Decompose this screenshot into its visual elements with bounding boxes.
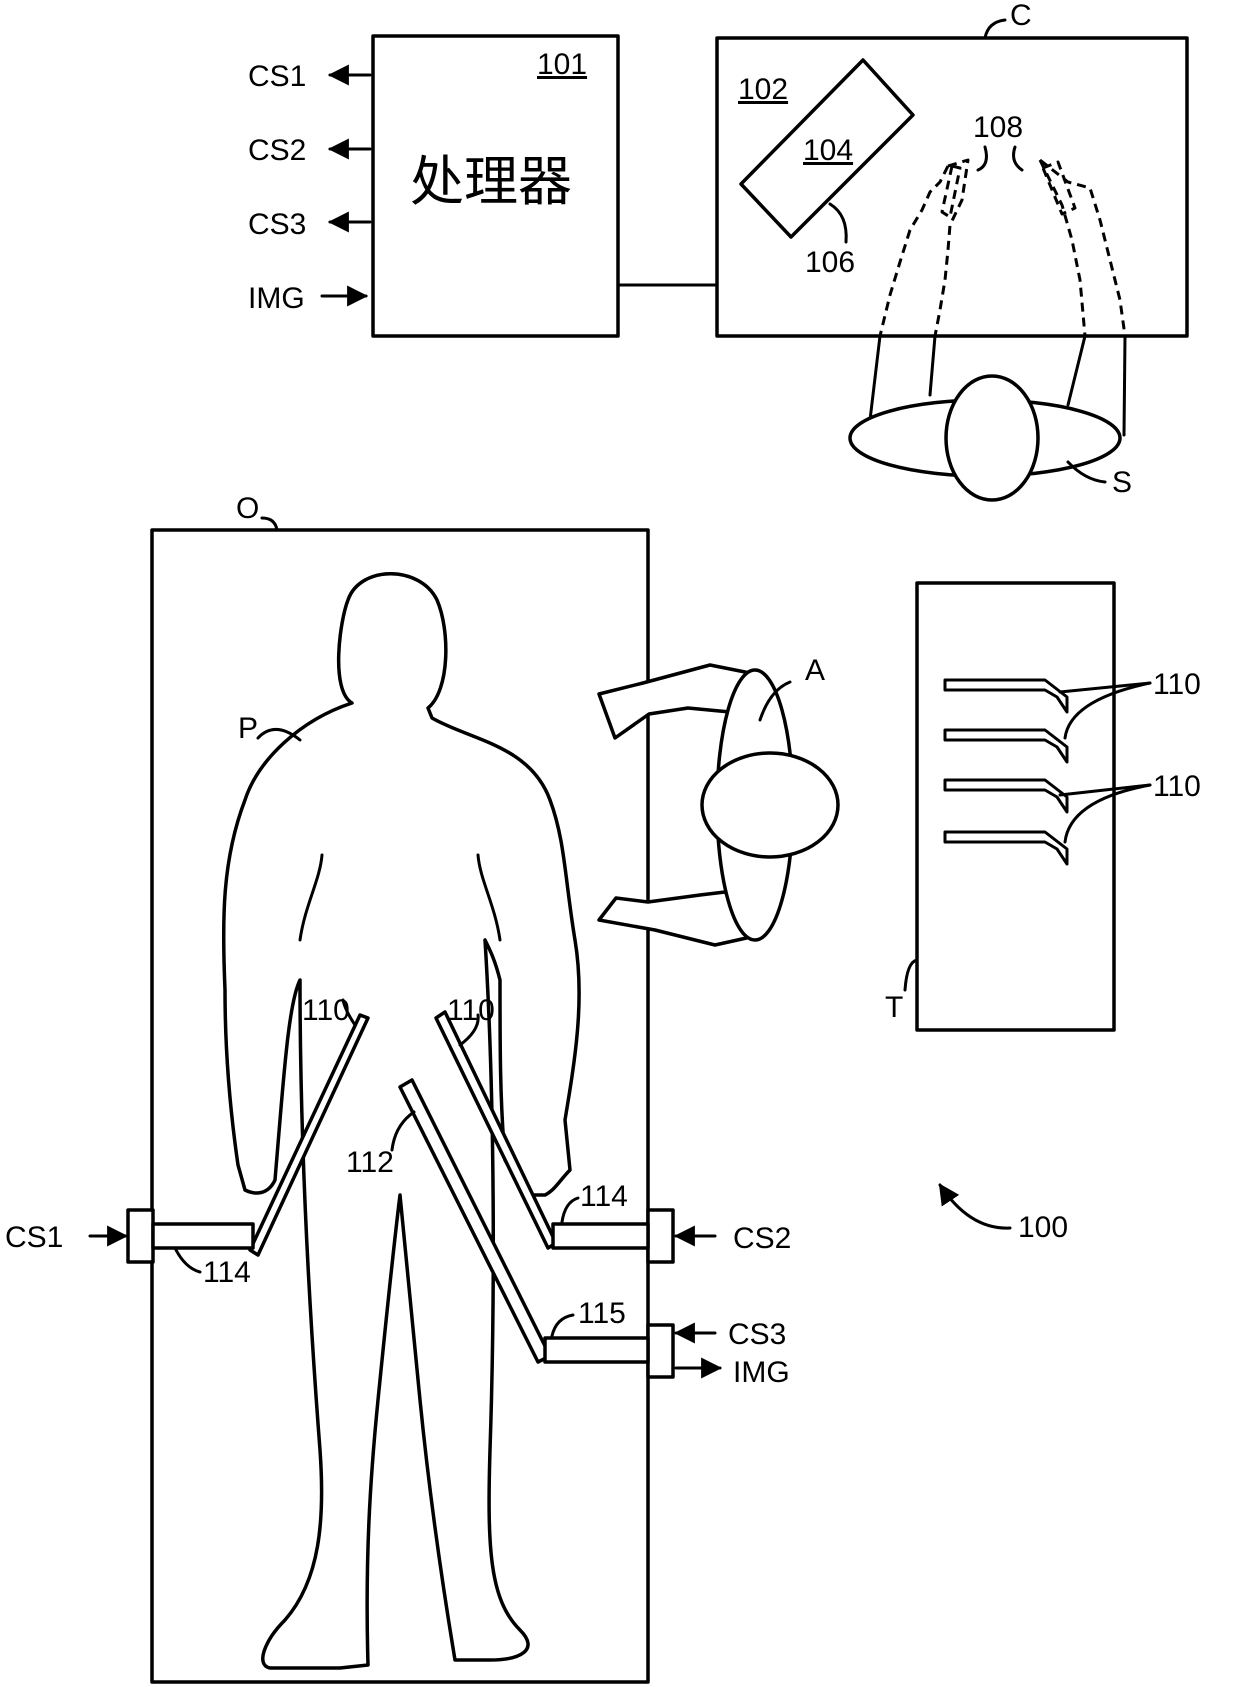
patient-outline [224,574,580,1668]
tray-tools-lower-ref: 110 [1153,770,1201,803]
console-viewer-ref: 106 [805,246,855,279]
signal-cs1-label: CS1 [248,60,306,93]
manipulator-right-clamp [648,1210,673,1262]
signal-cs2-label: CS2 [248,134,306,167]
signal-cs3-label: CS3 [248,208,306,241]
manipulator-left-signal: CS1 [5,1221,63,1254]
instrument-tray: T 110 110 [885,583,1201,1030]
processor-title: 处理器 [410,152,572,212]
processor-signals: CS1 CS2 CS3 IMG [248,60,370,315]
camera-signal-in: CS3 [728,1318,786,1351]
patient-ref: P [238,712,258,745]
patient: P [224,574,580,1668]
manipulator-camera-clamp [648,1325,673,1377]
manipulator-left-ref: 114 [203,1256,251,1289]
system-ref: 100 [940,1185,1068,1244]
assistant: A [599,654,838,945]
tool-left [250,1015,368,1255]
camera-scope [400,1080,550,1362]
tool-right-ref: 110 [447,994,495,1027]
processor-block: 101 处理器 [373,36,618,336]
hand-controller-left [935,160,968,336]
manipulator-right-arm [553,1224,648,1248]
console-ref: C [1010,0,1032,32]
tool-left-ref: 110 [302,994,350,1027]
system-ref-label: 100 [1018,1211,1068,1244]
surgeon-console: C 102 104 106 108 [717,0,1187,336]
console-display-ref: 102 [738,73,788,106]
tray-tool-3 [945,780,1067,812]
console-screen-ref: 104 [803,134,853,167]
camera-signal-out: IMG [733,1356,790,1389]
processor-ref: 101 [537,48,587,81]
tray-ref: T [885,991,903,1024]
tray-tool-1 [945,680,1067,712]
table-ref: O [236,492,259,525]
tray-tool-2 [945,730,1067,762]
manipulator-right-ref: 114 [580,1180,628,1213]
manipulator-right-signal: CS2 [733,1222,791,1255]
camera-ref: 112 [346,1146,394,1179]
surgeon-ref: S [1112,466,1132,499]
surgeon: S [850,336,1132,500]
manipulator-camera-ref: 115 [578,1297,626,1330]
instruments: 110 110 112 CS1 114 CS2 114 CS3 IMG 115 [5,994,791,1389]
manipulator-camera-arm [545,1338,648,1362]
console-hands-ref: 108 [973,111,1023,144]
tool-right [436,1012,556,1248]
manipulator-left-clamp [128,1210,153,1262]
manipulator-left-arm [153,1224,253,1248]
assistant-ref: A [805,654,825,687]
tray-tools-upper-ref: 110 [1153,668,1201,701]
signal-img-label: IMG [248,282,305,315]
tray-tool-4 [945,832,1067,864]
